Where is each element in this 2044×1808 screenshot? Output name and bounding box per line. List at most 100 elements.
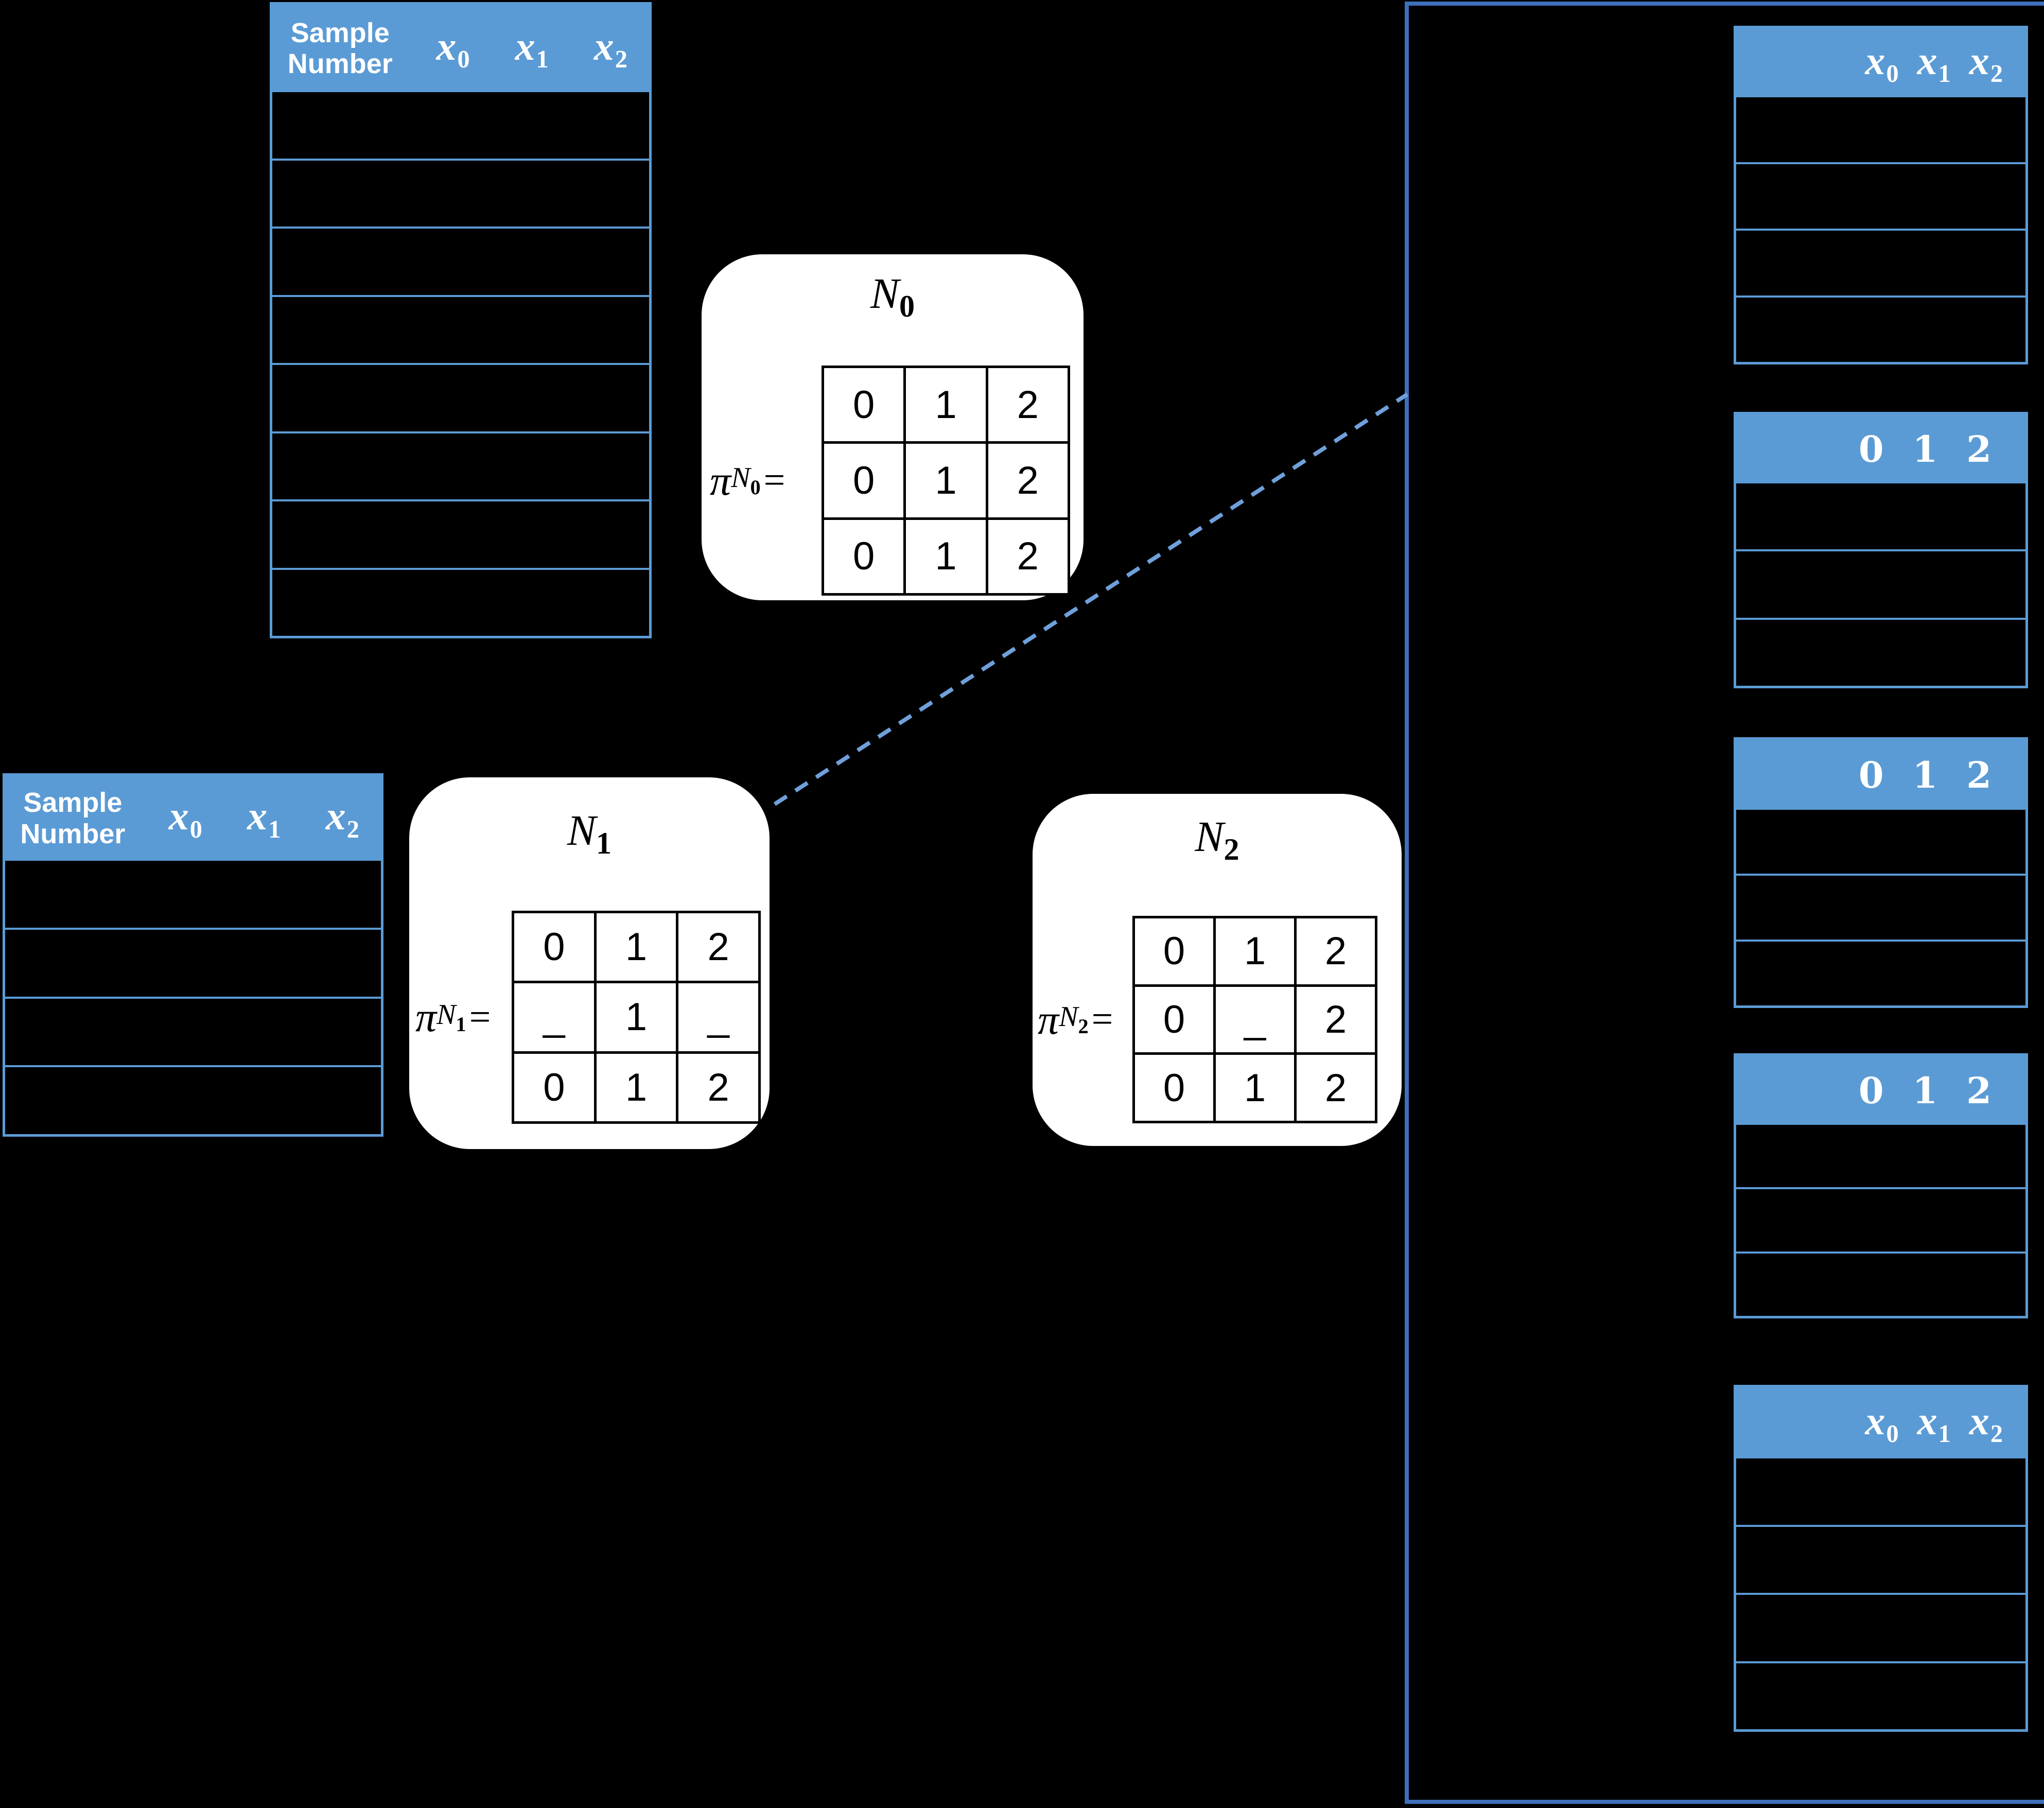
matrix-cell: _	[676, 983, 758, 1051]
table-row	[1736, 1187, 2025, 1251]
column-header-label: x0	[1865, 1398, 1899, 1448]
result-table-4-rows	[1736, 1125, 2025, 1316]
matrix-cell: 0	[1163, 1066, 1185, 1110]
table-row	[272, 92, 649, 159]
result-table-1-columns: x0 x1 x2	[1736, 38, 2025, 88]
matrix-cell: _	[1213, 986, 1294, 1053]
matrix-cell: 2	[985, 519, 1068, 593]
table-row	[1736, 1661, 2025, 1730]
table-row	[272, 294, 649, 363]
sample-number-header-label: Sample Number	[20, 787, 126, 849]
column-header-label: x2	[1969, 38, 2003, 88]
result-table-1-header: x0 x1 x2	[1736, 28, 2025, 97]
table-row	[272, 499, 649, 568]
matrix-row: 0 _2	[1135, 984, 1375, 1053]
column-header-label: x0	[168, 793, 202, 843]
matrix-cell: 1	[903, 444, 985, 517]
column-header-label: x1	[515, 23, 549, 74]
column-header-label: x2	[325, 793, 359, 843]
matrix-cell: 1	[1213, 1055, 1294, 1121]
result-table-5-header: x0 x1 x2	[1736, 1387, 2025, 1458]
table-row	[5, 861, 381, 928]
matrix-cell: 2	[985, 368, 1068, 442]
matrix-box-n2-title: N2	[1195, 813, 1239, 867]
result-table-5-columns: x0 x1 x2	[1736, 1398, 2025, 1448]
sample-table-left-columns: x0 x1 x2	[141, 793, 381, 843]
matrix-cell: 0	[543, 925, 565, 969]
matrix-cell: 0	[1163, 929, 1185, 973]
column-header-label: x1	[1917, 38, 1951, 88]
table-row	[1736, 874, 2025, 940]
matrix-cell: 0	[543, 1065, 565, 1109]
table-row	[1736, 617, 2025, 686]
table-row	[1736, 229, 2025, 295]
column-header-label: x2	[1969, 1398, 2003, 1448]
table-row	[272, 227, 649, 295]
table-row	[1736, 97, 2025, 162]
column-header-label: 2	[1966, 1069, 1991, 1112]
result-table-5: x0 x1 x2	[1734, 1385, 2028, 1732]
matrix-cell: 2	[676, 913, 758, 981]
column-header-label: 0	[1858, 1069, 1884, 1112]
sample-number-header-label: Sample Number	[287, 17, 393, 79]
table-row	[1736, 1458, 2025, 1525]
table-row	[1736, 483, 2025, 549]
table-row	[1736, 162, 2025, 229]
matrix-cell: 0	[1163, 998, 1185, 1041]
matrix-cell: 1	[903, 519, 985, 593]
sample-table-left: Sample Number x0 x1 x2	[3, 773, 383, 1137]
column-header-label: x1	[247, 793, 281, 843]
column-header-label: x1	[1917, 1398, 1951, 1448]
matrix-cell: 2	[1294, 986, 1375, 1053]
matrix-cell: 0	[853, 534, 875, 579]
matrix-cell: 2	[1294, 918, 1375, 984]
table-row	[272, 431, 649, 500]
table-row	[1736, 1251, 2025, 1316]
sample-table-left-header: Sample Number x0 x1 x2	[5, 776, 381, 861]
table-row	[1736, 549, 2025, 617]
right-panel-outline	[1405, 2, 2044, 1804]
column-header-label: 0	[1858, 753, 1884, 796]
matrix-cell: 1	[593, 1053, 676, 1121]
column-header-label: 1	[1912, 753, 1938, 796]
table-row	[5, 1065, 381, 1134]
column-header-label: 2	[1966, 427, 1991, 471]
matrix-row: _1_	[514, 981, 758, 1051]
table-row	[1736, 810, 2025, 874]
table-row	[272, 567, 649, 636]
column-header-label: 0	[1858, 427, 1884, 471]
matrix-cell: 0	[853, 458, 875, 502]
result-table-1: x0 x1 x2	[1734, 26, 2028, 364]
matrix-cell: 2	[676, 1053, 758, 1121]
column-header-label: 2	[1966, 753, 1991, 796]
matrix-cell: 1	[593, 983, 676, 1051]
table-row	[1736, 1125, 2025, 1187]
table-row	[1736, 1593, 2025, 1661]
table-row	[5, 996, 381, 1066]
table-row	[5, 927, 381, 997]
column-header-label: 1	[1912, 1069, 1938, 1112]
matrix-cell: 1	[903, 368, 985, 442]
column-header-label: x0	[1865, 38, 1899, 88]
matrix-box-n1-title: N1	[567, 807, 612, 861]
